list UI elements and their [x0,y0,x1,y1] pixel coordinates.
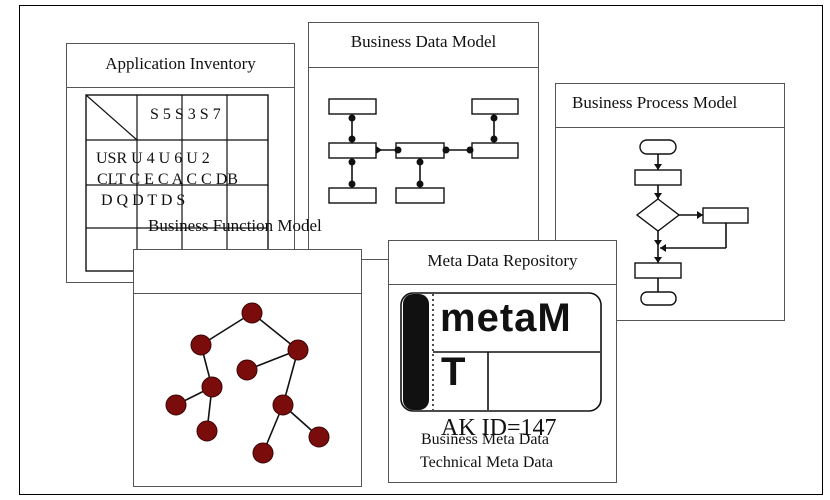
metamt-logo-text: metaM [440,296,572,340]
business-process-model-title: Business Process Model [556,84,784,128]
tree-node [272,394,294,416]
inventory-row-clt: CLT C E C A C C DB [97,171,238,188]
tree-node [201,376,223,398]
application-inventory-title: Application Inventory [67,44,294,88]
ak-id-overlay: AK ID=147 [441,415,557,441]
business-data-model-title: Business Data Model [309,23,538,68]
inventory-header-row: S 5 S 3 S 7 [150,106,221,123]
tree-node [196,420,218,442]
tree-node-root [241,302,263,324]
tree-node [236,359,258,381]
inventory-row-usr: USR U 4 U 6 U 2 [96,150,210,167]
technical-meta-data-label: Technical Meta Data [420,454,554,471]
outer-frame [19,5,823,495]
tree-node [287,339,309,361]
inventory-row-d: D Q D T D S [101,192,186,209]
business-function-model-header [134,250,361,294]
tree-node [252,442,274,464]
meta-data-repository-title: Meta Data Repository [389,241,616,285]
metamt-logo-text-2: T [441,350,466,394]
tree-node [190,334,212,356]
business-meta-data-label: Business Meta Data [421,431,549,448]
tree-node [308,426,330,448]
business-data-model-panel: Business Data Model [308,22,539,260]
business-function-model-title: Business Function Model [148,216,322,235]
tree-node [165,394,187,416]
